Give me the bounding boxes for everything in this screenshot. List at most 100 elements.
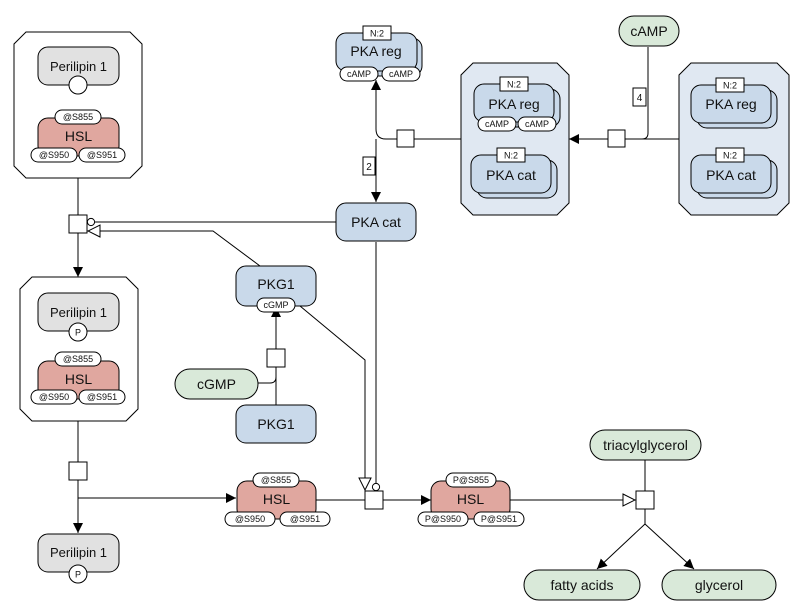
perilipin-state-empty xyxy=(68,75,88,95)
pka-reg-label: PKA reg xyxy=(350,43,401,59)
svg-text:cGMP: cGMP xyxy=(263,300,288,310)
process-node-camp[interactable] xyxy=(607,129,626,148)
cgmp-label: cGMP xyxy=(197,376,236,392)
edge-process-2-to-hsl xyxy=(77,480,236,503)
svg-text:P@S855: P@S855 xyxy=(453,475,489,485)
pka-reg-free[interactable]: PKA reg N:2 cAMP cAMP xyxy=(335,25,423,82)
site-s950 xyxy=(224,511,276,527)
pka-cat[interactable]: PKA cat xyxy=(335,202,417,242)
svg-text:@S855: @S855 xyxy=(63,112,93,122)
multimer-badge xyxy=(715,147,745,163)
edge-camp-to-process xyxy=(625,47,649,140)
svg-text:cAMP: cAMP xyxy=(389,69,413,79)
pka-reg-label: PKA reg xyxy=(488,96,539,112)
edge-process-4-to-glycerol xyxy=(644,523,695,570)
svg-text:@S855: @S855 xyxy=(261,475,291,485)
fatty-acids-label: fatty acids xyxy=(550,577,613,593)
site-s951 xyxy=(78,147,126,163)
multimer-badge xyxy=(715,77,745,93)
svg-text:@S951: @S951 xyxy=(87,150,117,160)
hsl-unphosphorylated[interactable]: HSL @S855 @S950 @S951 xyxy=(224,472,331,527)
cgmp-node[interactable]: cGMP xyxy=(174,368,259,400)
svg-text:@S951: @S951 xyxy=(87,392,117,402)
stoichiometry-pka-cat: 2 xyxy=(362,156,376,176)
site-s855 xyxy=(252,472,300,488)
pkg1-active[interactable]: PKG1 cGMP xyxy=(235,265,317,313)
triacylglycerol-label: triacylglycerol xyxy=(603,437,688,453)
multimer-badge xyxy=(499,76,529,92)
svg-text:N:2: N:2 xyxy=(507,80,521,90)
svg-text:P: P xyxy=(75,328,81,338)
process-node-2[interactable] xyxy=(68,461,88,481)
site-camp xyxy=(381,66,421,82)
site-s855 xyxy=(54,351,102,367)
process-node-pka[interactable] xyxy=(396,129,415,148)
svg-text:@S951: @S951 xyxy=(290,514,320,524)
hsl-label: HSL xyxy=(65,371,92,387)
site-p-s855 xyxy=(445,472,497,488)
svg-text:cAMP: cAMP xyxy=(347,69,371,79)
complex-pka-holoenzyme[interactable]: PKA reg N:2 cAMP cAMP PKA cat N:2 xyxy=(460,62,570,216)
pka-reg-label: PKA reg xyxy=(705,96,756,112)
svg-text:P: P xyxy=(75,570,81,580)
pkg1-label: PKG1 xyxy=(257,416,295,432)
camp-node[interactable]: cAMP xyxy=(618,15,680,47)
process-node-3[interactable] xyxy=(364,490,384,510)
pka-cat-label: PKA cat xyxy=(486,167,536,183)
svg-text:cAMP: cAMP xyxy=(485,119,509,129)
perilipin-1-label: Perilipin 1 xyxy=(50,305,107,320)
edges xyxy=(73,47,695,570)
pka-cat-label: PKA cat xyxy=(351,214,401,230)
glycerol-node[interactable]: glycerol xyxy=(661,569,777,601)
site-s950 xyxy=(30,147,78,163)
hsl-p-label: HSL xyxy=(457,491,484,507)
site-p-s951 xyxy=(473,511,525,527)
process-node-1[interactable] xyxy=(68,214,88,234)
site-p-s950 xyxy=(417,511,469,527)
svg-text:N:2: N:2 xyxy=(504,151,518,161)
svg-text:N:2: N:2 xyxy=(370,29,384,39)
perilipin-1-label: Perilipin 1 xyxy=(50,59,107,74)
svg-text:@S950: @S950 xyxy=(39,150,69,160)
perilipin-1-label: Perilipin 1 xyxy=(50,545,107,560)
camp-label: cAMP xyxy=(630,23,667,39)
site-camp xyxy=(517,116,557,132)
process-node-pkg[interactable] xyxy=(266,348,286,368)
edge-process-4-to-fatty-acids xyxy=(596,509,646,570)
pkg1-label: PKG1 xyxy=(257,276,295,292)
hsl-label: HSL xyxy=(65,128,92,144)
complex-pka-inactive[interactable]: PKA reg N:2 PKA cat N:2 xyxy=(678,62,790,216)
perilipin-state-p xyxy=(68,564,88,584)
site-camp xyxy=(339,66,379,82)
site-cgmp xyxy=(256,297,296,313)
svg-text:@S855: @S855 xyxy=(63,354,93,364)
site-s951 xyxy=(279,511,331,527)
edge-pkg1-stimulation-process-3 xyxy=(299,305,365,491)
svg-text:cAMP: cAMP xyxy=(525,119,549,129)
site-s950 xyxy=(30,389,78,405)
glycerol-label: glycerol xyxy=(695,577,743,593)
svg-text:@S950: @S950 xyxy=(235,514,265,524)
perilipin-1-product[interactable]: Perilipin 1 P xyxy=(37,533,120,584)
site-s855 xyxy=(54,109,102,125)
svg-text:P@S951: P@S951 xyxy=(481,514,517,524)
svg-text:N:2: N:2 xyxy=(723,81,737,91)
complex-perilipin-hsl-a[interactable]: Perilipin 1 HSL @S855 @S950 @S951 xyxy=(13,31,143,179)
process-node-4[interactable] xyxy=(635,490,655,510)
pka-cat-label: PKA cat xyxy=(706,167,756,183)
process-nodes xyxy=(68,129,655,510)
fatty-acids-node[interactable]: fatty acids xyxy=(523,569,641,601)
svg-text:2: 2 xyxy=(366,162,372,173)
svg-text:@S950: @S950 xyxy=(39,392,69,402)
multimer-badge xyxy=(362,25,392,41)
pkg1-inactive[interactable]: PKG1 xyxy=(235,404,317,444)
svg-text:4: 4 xyxy=(637,93,643,104)
triacylglycerol-node[interactable]: triacylglycerol xyxy=(589,429,702,461)
edge-pkg1-stimulation xyxy=(87,231,261,267)
site-s951 xyxy=(78,389,126,405)
stoichiometry-camp: 4 xyxy=(632,87,647,107)
hsl-phosphorylated[interactable]: HSL P@S855 P@S950 P@S951 xyxy=(417,472,525,527)
svg-text:N:2: N:2 xyxy=(723,151,737,161)
complex-perilipin-hsl-b[interactable]: Perilipin 1 P HSL @S855 @S950 @S951 xyxy=(19,276,139,422)
